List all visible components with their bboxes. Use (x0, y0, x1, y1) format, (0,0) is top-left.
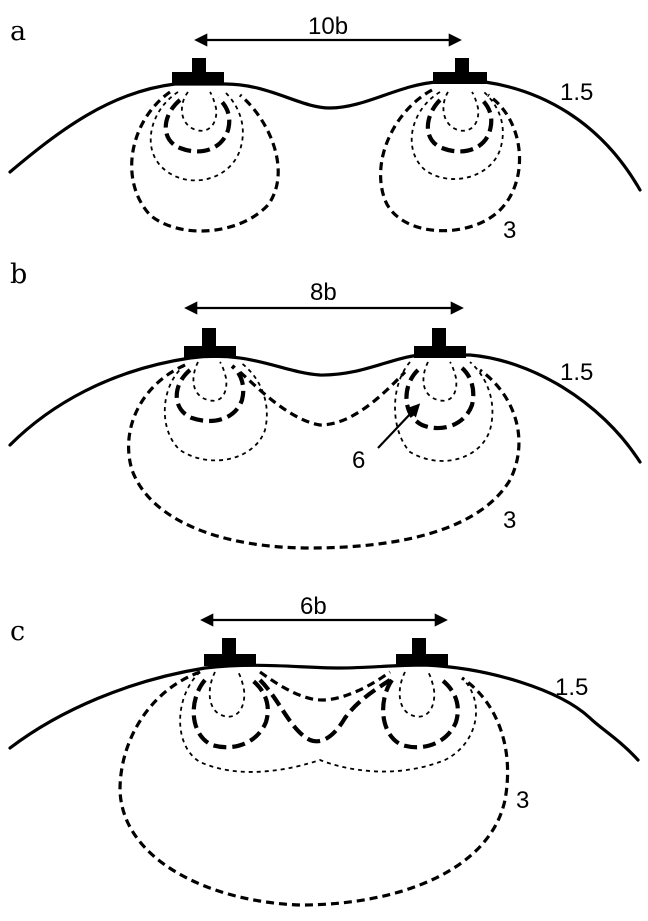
panel-c-contour-outer-joined (179, 671, 477, 773)
panel-b-pointer-arrow (377, 403, 421, 449)
panel-a-right-contour-3 (379, 88, 522, 233)
panel-c-left-contour-inner (208, 671, 246, 718)
panel-b-right-contour-inner (422, 361, 458, 402)
panel-a-letter: a (10, 16, 26, 47)
panel-b-surface (8, 353, 642, 464)
panel-b-left-contour-inner (192, 361, 228, 402)
panel-c-label-1-5: 1.5 (555, 674, 588, 701)
panel-c-indenter-left (204, 638, 256, 666)
panel-c-left-contour-6 (191, 678, 270, 750)
panel-a-spacing-label: 10b (308, 13, 348, 40)
panel-a-right-contour-inner (442, 91, 480, 132)
panel-b-indenter-left (184, 328, 236, 358)
panel-b-label-3: 3 (503, 507, 516, 534)
panel-c-contour-6-valley (258, 678, 392, 744)
panel-b-left-contour-outer (163, 361, 268, 462)
panel-b-contour-3 (127, 363, 521, 550)
panel-b-right-contour-6 (404, 366, 476, 431)
panel-a-right-contour-6 (425, 96, 494, 154)
panel-a-left-contour-3 (130, 90, 280, 233)
panel-a-label-3: 3 (503, 217, 516, 244)
panel-c: c 6b 1.5 3 (8, 593, 640, 907)
panel-b-indenter-right (414, 328, 466, 358)
panel-b: b 8b 1.5 3 6 (8, 259, 642, 550)
panel-c-letter: c (10, 616, 25, 647)
panel-a-surface (8, 80, 642, 192)
panel-c-surface (8, 663, 640, 762)
panel-c-label-3: 3 (516, 787, 529, 814)
panel-a-left-contour-6 (163, 96, 232, 154)
panel-c-right-contour-6 (381, 678, 460, 750)
panel-b-label-1-5: 1.5 (560, 359, 593, 386)
panel-c-right-contour-inner (398, 671, 436, 718)
panel-b-label-6: 6 (352, 447, 365, 474)
panel-a-right-contour-outer (410, 91, 504, 180)
panel-c-indenter-right (396, 638, 448, 666)
panel-c-contour-3-valley (259, 670, 391, 702)
panel-b-letter: b (10, 259, 27, 290)
panel-a-left-contour-inner (181, 91, 218, 132)
panel-c-spacing-label: 6b (300, 593, 327, 620)
panel-b-right-contour-outer (394, 361, 494, 462)
panel-a-left-contour-outer (149, 91, 244, 182)
panel-a-label-1-5: 1.5 (560, 79, 593, 106)
panel-a: a 10b 1.5 3 (8, 13, 642, 244)
panel-b-left-contour-6 (174, 364, 246, 423)
panel-c-contour-3 (118, 670, 510, 907)
panel-b-spacing-label: 8b (310, 279, 337, 306)
panel-a-indenter-left (172, 58, 224, 84)
panel-a-indenter-right (433, 58, 487, 84)
